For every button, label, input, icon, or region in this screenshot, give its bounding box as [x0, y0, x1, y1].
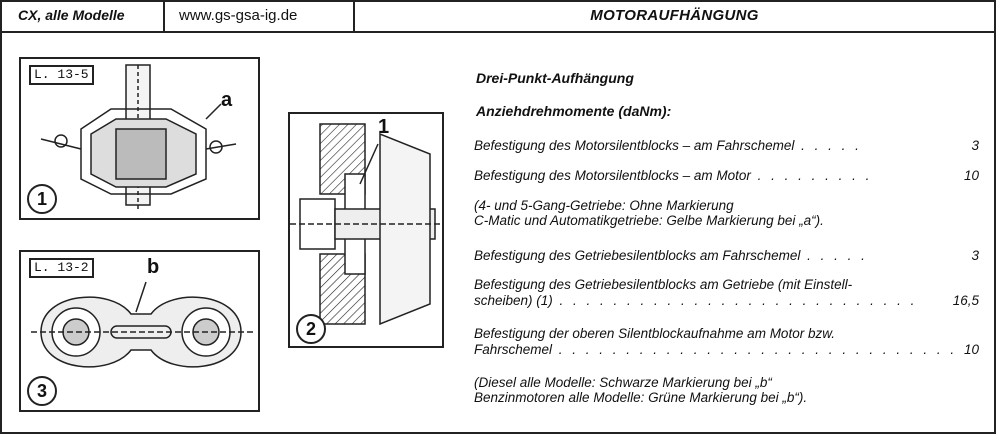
row-value: 16,5: [952, 293, 979, 308]
figure-3: L. 13-2 b 3: [19, 250, 260, 412]
note-2: (Diesel alle Modelle: Schwarze Markierun…: [474, 375, 807, 405]
row-dots: . . . . .: [794, 138, 862, 153]
note-2-line-1: (Diesel alle Modelle: Schwarze Markierun…: [474, 375, 772, 390]
row-text-cont: scheiben) (1): [474, 293, 553, 308]
gearbox-mount-section-drawing: [290, 123, 442, 326]
callout-b: b: [147, 256, 160, 278]
row-text-cont: Fahrschemel: [474, 342, 553, 357]
figure-2: 1 2: [288, 112, 444, 348]
page-title: MOTORAUFHÄNGUNG: [590, 7, 759, 24]
torque-row: Befestigung der oberen Silentblockaufnah…: [474, 326, 979, 358]
row-value: 10: [963, 342, 979, 357]
callout-1: 1: [378, 116, 390, 138]
figure-number: 3: [27, 376, 57, 406]
section-heading: Drei-Punkt-Aufhängung: [476, 70, 634, 86]
engine-mount-drawing: [40, 64, 237, 209]
row-value: 3: [971, 248, 979, 263]
note-1-line-1: (4- und 5-Gang-Getriebe: Ohne Markierung: [474, 198, 734, 213]
row-dots: . . . . . . . . . . . . . . . . . . . . …: [552, 342, 958, 357]
row-text: Befestigung des Motorsilentblocks – am F…: [474, 138, 795, 153]
row-text: Befestigung des Getriebesilentblocks am …: [474, 248, 801, 263]
callout-a: a: [221, 89, 233, 111]
figure-1: L. 13-5 a 1: [19, 57, 260, 220]
row-dots: . . . . . . . . .: [750, 168, 873, 183]
row-dots: . . . . .: [800, 248, 868, 263]
note-1-line-2: C-Matic und Automatikgetriebe: Gelbe Mar…: [474, 213, 824, 228]
row-text: Befestigung der oberen Silentblockaufnah…: [474, 326, 835, 341]
figure-number: 1: [27, 184, 57, 214]
torque-row: Befestigung des Getriebesilentblocks am …: [474, 277, 979, 309]
site-url: www.gs-gsa-ig.de: [165, 0, 355, 31]
figure-number: 2: [296, 314, 326, 344]
model-label: CX, alle Modelle: [0, 0, 165, 31]
torque-row: Befestigung des Motorsilentblocks – am M…: [474, 168, 979, 184]
torque-row: Befestigung des Getriebesilentblocks am …: [474, 248, 979, 264]
figure-tag: L. 13-5: [29, 65, 94, 85]
header-bar: CX, alle Modelle www.gs-gsa-ig.de MOTORA…: [0, 0, 996, 33]
row-text: Befestigung des Motorsilentblocks – am M…: [474, 168, 751, 183]
row-text: Befestigung des Getriebesilentblocks am …: [474, 277, 853, 292]
note-1: (4- und 5-Gang-Getriebe: Ohne Markierung…: [474, 198, 824, 228]
row-dots: . . . . . . . . . . . . . . . . . . . . …: [552, 293, 918, 308]
torque-row: Befestigung des Motorsilentblocks – am F…: [474, 138, 979, 154]
note-2-line-2: Benzinmotoren alle Modelle: Grüne Markie…: [474, 390, 808, 405]
row-value: 10: [963, 168, 979, 183]
silentblock-link-drawing: [31, 281, 253, 368]
section-subheading: Anziehdrehmomente (daNm):: [476, 103, 672, 119]
figure-tag: L. 13-2: [29, 258, 94, 278]
row-value: 3: [971, 138, 979, 153]
